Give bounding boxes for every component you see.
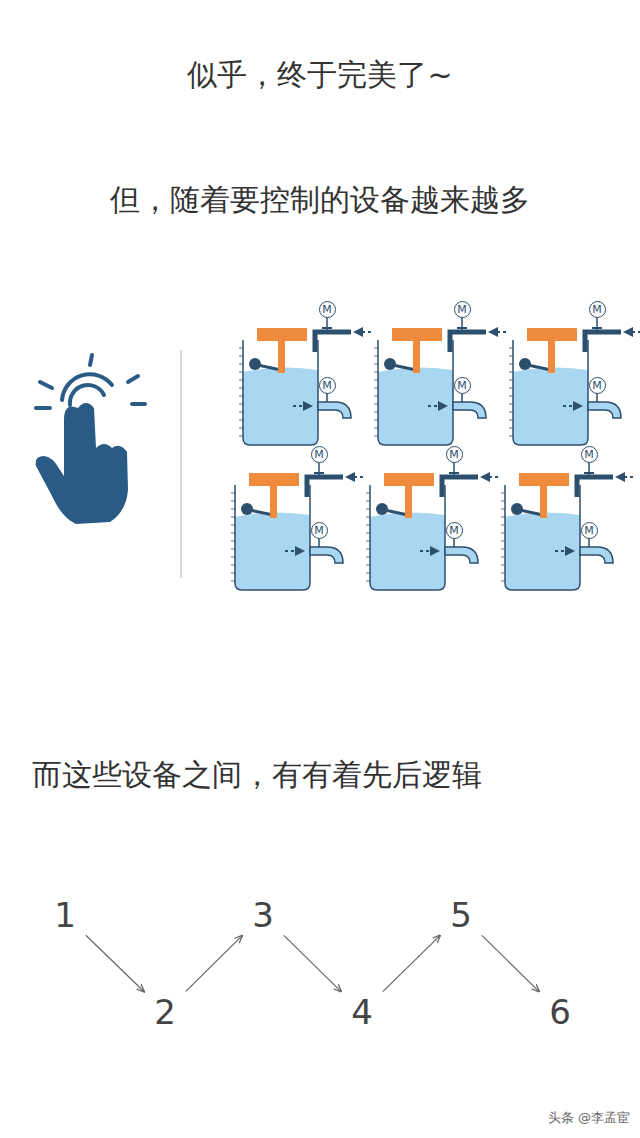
motor-symbol: M xyxy=(589,377,606,394)
step-label: 3 xyxy=(252,898,274,932)
water-tank xyxy=(231,462,363,590)
motor-symbol: M xyxy=(454,377,471,394)
step-label: 4 xyxy=(351,995,373,1029)
step-label: 6 xyxy=(549,995,571,1029)
flow-arrow xyxy=(284,935,341,991)
motor-label: M xyxy=(449,525,459,536)
motor-symbol: M xyxy=(446,446,463,463)
motor-label: M xyxy=(457,380,467,391)
motor-symbol: M xyxy=(589,301,606,318)
flow-arrow xyxy=(482,935,539,991)
motor-symbol: M xyxy=(319,301,336,318)
touch-hand-icon xyxy=(36,355,145,408)
motor-label: M xyxy=(592,304,602,315)
divider-line xyxy=(180,350,182,578)
motor-label: M xyxy=(314,525,324,536)
water-tank xyxy=(374,317,506,445)
water-tank xyxy=(501,462,633,590)
step-number: 4 xyxy=(347,993,377,1031)
step-number: 6 xyxy=(545,993,575,1031)
water-tank xyxy=(509,317,640,445)
step-number: 2 xyxy=(150,993,180,1031)
motor-label: M xyxy=(314,449,324,460)
watermark: 头条 @李孟宦 xyxy=(548,1109,630,1127)
motor-symbol: M xyxy=(446,522,463,539)
motor-label: M xyxy=(322,304,332,315)
motor-label: M xyxy=(584,449,594,460)
motor-label: M xyxy=(322,380,332,391)
motor-symbol: M xyxy=(581,446,598,463)
motor-symbol: M xyxy=(311,522,328,539)
heading: 但，随着要控制的设备越来越多 xyxy=(110,180,530,221)
water-tank xyxy=(366,462,498,590)
heading: 而这些设备之间，有有着先后逻辑 xyxy=(32,755,482,796)
step-label: 2 xyxy=(154,995,176,1029)
motor-symbol: M xyxy=(454,301,471,318)
flow-arrow xyxy=(186,936,242,992)
motor-label: M xyxy=(584,525,594,536)
step-label: 1 xyxy=(54,898,76,932)
step-number: 3 xyxy=(248,896,278,934)
motor-label: M xyxy=(457,304,467,315)
motor-label: M xyxy=(449,449,459,460)
motor-label: M xyxy=(592,380,602,391)
motor-symbol: M xyxy=(581,522,598,539)
step-label: 5 xyxy=(450,898,472,932)
touch-hand-icon xyxy=(36,403,128,524)
step-number: 5 xyxy=(446,896,476,934)
flow-arrow xyxy=(86,935,144,992)
water-tank xyxy=(239,317,371,445)
heading: 似乎，终于完美了~ xyxy=(187,55,452,96)
step-number: 1 xyxy=(50,896,80,934)
flow-arrow xyxy=(383,935,440,991)
motor-symbol: M xyxy=(311,446,328,463)
motor-symbol: M xyxy=(319,377,336,394)
